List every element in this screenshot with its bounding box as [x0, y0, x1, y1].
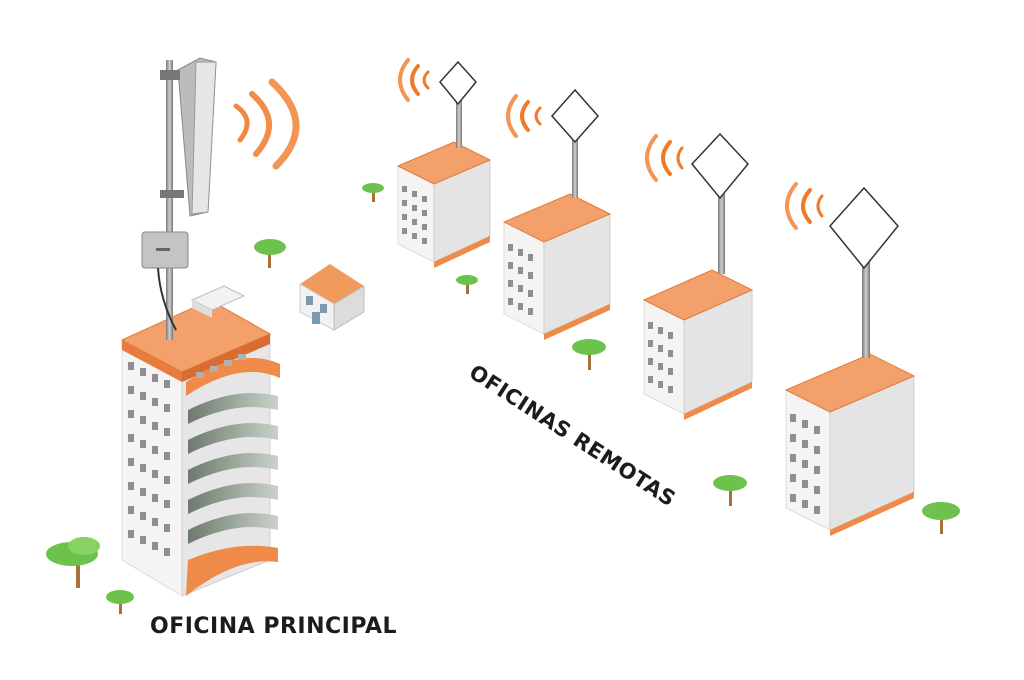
panel-antenna-icon — [439, 60, 477, 106]
wireless-signal-icon — [645, 134, 684, 182]
panel-antenna-icon — [691, 132, 749, 200]
tree-icon — [456, 275, 478, 294]
remote-office-3 — [642, 132, 754, 420]
main-office-building — [120, 285, 280, 597]
remote-office-1 — [396, 58, 492, 268]
wireless-signal-icon — [233, 78, 300, 170]
tree-icon — [713, 475, 747, 506]
tree-icon — [46, 537, 100, 588]
main-office-glass-bands — [188, 393, 278, 544]
house-icon — [299, 264, 365, 331]
tree-icon — [254, 239, 286, 268]
main-office-label: OFICINA PRINCIPAL — [150, 614, 397, 639]
wireless-signal-icon — [398, 58, 430, 102]
panel-antenna-icon — [550, 88, 600, 144]
tree-icon — [572, 339, 606, 370]
tree-icon — [922, 502, 960, 534]
remote-office-4 — [784, 182, 916, 536]
tree-icon — [362, 183, 384, 202]
tree-icon — [106, 590, 134, 614]
main-office-windows — [128, 362, 170, 556]
remote-office-2 — [502, 88, 612, 340]
wireless-signal-icon — [506, 94, 542, 138]
panel-antenna-icon — [829, 186, 899, 270]
antenna-pole — [456, 96, 462, 148]
wireless-signal-icon — [785, 182, 824, 230]
sector-antenna-icon — [141, 57, 217, 340]
